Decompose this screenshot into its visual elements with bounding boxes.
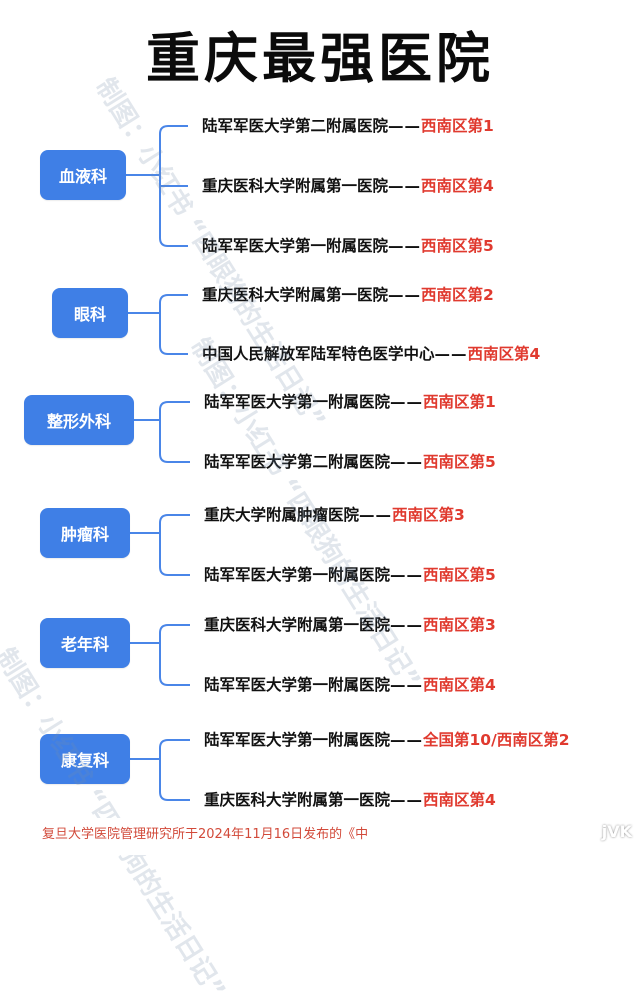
- dash-separator: ——: [359, 506, 393, 524]
- hospital-entry: 陆军军医大学第一附属医院——西南区第5: [204, 565, 496, 585]
- hospital-name: 陆军军医大学第一附属医院: [202, 237, 389, 255]
- hospital-entry: 陆军军医大学第二附属医院——西南区第5: [204, 452, 496, 472]
- dash-separator: ——: [390, 791, 424, 809]
- hospital-name: 陆军军医大学第二附属医院: [204, 453, 391, 471]
- hospital-entry: 陆军军医大学第一附属医院——西南区第4: [204, 675, 496, 695]
- category-label: 整形外科: [24, 395, 134, 445]
- connector-line: [159, 514, 190, 576]
- footer-bar: [0, 818, 640, 855]
- hospital-name: 重庆医科大学附属第一医院: [202, 177, 389, 195]
- dash-separator: ——: [388, 237, 422, 255]
- rank-label: 西南区第3: [423, 616, 496, 634]
- hospital-name: 陆军军医大学第一附属医院: [204, 731, 391, 749]
- category-label: 肿瘤科: [40, 508, 130, 558]
- connector-line: [159, 624, 190, 686]
- rank-label: 西南区第2: [421, 286, 494, 304]
- dash-separator: ——: [390, 453, 424, 471]
- rank-label: 西南区第1: [421, 117, 494, 135]
- hospital-name: 陆军军医大学第二附属医院: [202, 117, 389, 135]
- dash-separator: ——: [390, 676, 424, 694]
- rank-label: 西南区第5: [421, 237, 494, 255]
- category-label: 康复科: [40, 734, 130, 784]
- hospital-entry: 重庆医科大学附属第一医院——西南区第2: [202, 285, 494, 305]
- hospital-name: 重庆大学附属肿瘤医院: [204, 506, 360, 524]
- rank-label: 西南区第5: [423, 566, 496, 584]
- hospital-entry: 重庆医科大学附属第一医院——西南区第4: [202, 176, 494, 196]
- hospital-name: 中国人民解放军陆军特色医学中心: [202, 345, 435, 363]
- dash-separator: ——: [388, 177, 422, 195]
- hospital-entry: 重庆大学附属肿瘤医院——西南区第3: [204, 505, 465, 525]
- hospital-entry: 重庆医科大学附属第一医院——西南区第4: [204, 790, 496, 810]
- dash-separator: ——: [390, 616, 424, 634]
- connector-line: [159, 739, 190, 801]
- hospital-name: 陆军军医大学第一附属医院: [204, 566, 391, 584]
- dash-separator: ——: [390, 731, 424, 749]
- dash-separator: ——: [390, 566, 424, 584]
- category-label: 眼科: [52, 288, 128, 338]
- hospital-name: 重庆医科大学附属第一医院: [202, 286, 389, 304]
- rank-label: 西南区第4: [423, 791, 496, 809]
- hospital-name: 陆军军医大学第一附属医院: [204, 393, 391, 411]
- connector-line: [159, 294, 188, 355]
- footer-source-text: 复旦大学医院管理研究所于2024年11月16日发布的《中: [42, 827, 369, 842]
- rank-label: 西南区第3: [392, 506, 465, 524]
- hospital-name: 重庆医科大学附属第一医院: [204, 791, 391, 809]
- hospital-entry: 陆军军医大学第一附属医院——西南区第1: [204, 392, 496, 412]
- dash-separator: ——: [388, 286, 422, 304]
- hospital-name: 陆军军医大学第一附属医院: [204, 676, 391, 694]
- rank-label: 西南区第4: [421, 177, 494, 195]
- rank-label: 西南区第5: [423, 453, 496, 471]
- hospital-entry: 陆军军医大学第一附属医院——西南区第5: [202, 236, 494, 256]
- corner-label: jVK: [601, 822, 632, 841]
- page-title: 重庆最强医院: [146, 27, 494, 90]
- rank-label: 西南区第4: [467, 345, 541, 363]
- category-label: 血液科: [40, 150, 126, 200]
- hospital-entry: 中国人民解放军陆军特色医学中心——西南区第4: [202, 344, 540, 364]
- connector-lines: [126, 125, 190, 801]
- hospital-name: 重庆医科大学附属第一医院: [204, 616, 391, 634]
- rank-label: 西南区第4: [423, 676, 496, 694]
- rank-label: 全国第10/西南区第2: [423, 731, 570, 749]
- dash-separator: ——: [388, 117, 422, 135]
- hospital-entry: 重庆医科大学附属第一医院——西南区第3: [204, 615, 496, 635]
- rank-label: 西南区第1: [423, 393, 496, 411]
- dash-separator: ——: [390, 393, 424, 411]
- category-label: 老年科: [40, 618, 130, 668]
- hospital-entry: 陆军军医大学第二附属医院——西南区第1: [202, 116, 494, 136]
- hospital-entry: 陆军军医大学第一附属医院——全国第10/西南区第2: [204, 730, 570, 750]
- dash-separator: ——: [434, 345, 468, 363]
- connector-line: [159, 401, 190, 463]
